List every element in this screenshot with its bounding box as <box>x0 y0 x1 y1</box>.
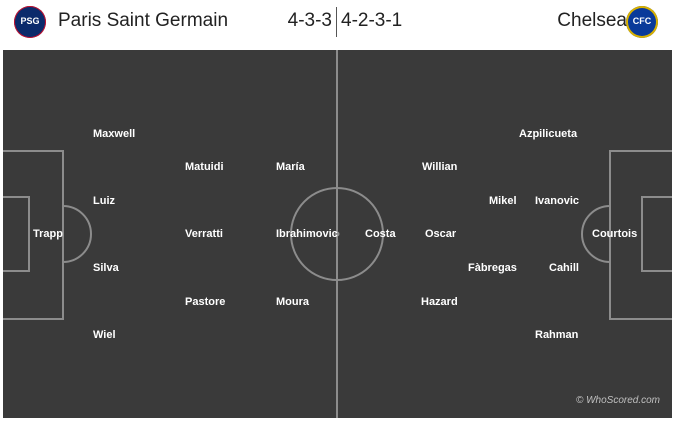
away-penalty-area <box>609 150 672 320</box>
match-header: PSG Paris Saint Germain 4-3-3 4-2-3-1 Ch… <box>0 0 676 47</box>
psg-crest-icon: PSG <box>14 6 46 38</box>
home-team-name: Paris Saint Germain <box>58 10 229 31</box>
player-away-st: Costa <box>365 228 396 240</box>
player-away-rw: Willian <box>422 161 458 173</box>
player-home-rcb: Silva <box>93 262 119 274</box>
player-home-gk: Trapp <box>33 228 63 240</box>
pitch: Trapp Maxwell Luiz Silva Wiel Matuidi Ve… <box>3 50 672 418</box>
player-away-rdm: Mikel <box>489 195 517 207</box>
player-away-lw: Hazard <box>421 296 458 308</box>
home-penalty-arc <box>62 205 92 263</box>
player-away-rb: Azpilicueta <box>519 128 578 140</box>
player-away-ldm: Fàbregas <box>468 262 517 274</box>
away-penalty-arc <box>581 205 611 263</box>
player-away-cam: Oscar <box>425 228 457 240</box>
away-goal-area <box>641 196 672 272</box>
player-home-st: Ibrahimovic <box>276 228 338 240</box>
player-away-rcb: Ivanovic <box>535 195 580 207</box>
watermark-text: © WhoScored.com <box>575 395 660 406</box>
player-away-lb: Rahman <box>535 329 579 341</box>
player-home-lcm: Matuidi <box>185 161 224 173</box>
center-spot <box>334 231 340 237</box>
chelsea-crest-icon: CFC <box>626 6 658 38</box>
away-team-name: Chelsea <box>557 10 627 31</box>
player-home-cm: Verratti <box>185 228 223 240</box>
player-away-gk: Courtois <box>592 228 638 240</box>
center-circle <box>290 187 384 281</box>
home-formation: 4-3-3 <box>287 10 332 31</box>
player-away-lcb: Cahill <box>549 262 579 274</box>
player-home-rw: Moura <box>276 296 309 308</box>
player-home-rcm: Pastore <box>185 296 226 308</box>
player-home-lcb: Luiz <box>93 195 115 207</box>
player-home-lw: María <box>276 161 305 173</box>
pitch-markings <box>3 50 672 418</box>
player-home-lb: Maxwell <box>93 128 136 140</box>
player-home-rb: Wiel <box>93 329 116 341</box>
header-divider <box>336 7 337 37</box>
home-penalty-area <box>3 150 64 320</box>
away-formation: 4-2-3-1 <box>341 10 403 31</box>
home-goal-area <box>3 196 30 272</box>
